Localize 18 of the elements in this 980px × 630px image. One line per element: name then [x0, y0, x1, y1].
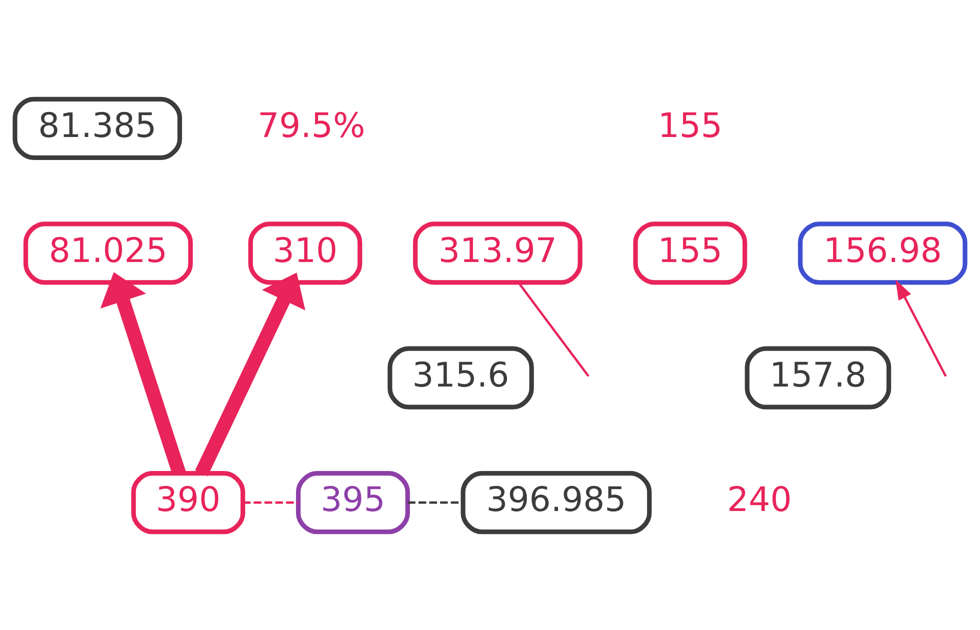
connector	[242, 500, 298, 504]
node-box: 395	[296, 470, 410, 534]
arrow	[896, 279, 947, 376]
arrow	[195, 272, 306, 476]
node-box: 155	[633, 221, 748, 284]
connector	[518, 282, 590, 376]
label: 240	[727, 480, 792, 519]
node-box: 81.025	[23, 221, 193, 284]
node-box: 81.385	[12, 96, 182, 160]
label: 155	[658, 106, 722, 145]
node-box: 313.97	[413, 221, 582, 284]
node-box: 315.6	[388, 346, 534, 409]
label: 79.5%	[258, 106, 366, 145]
node-box: 157.8	[744, 346, 892, 409]
node-box: 156.98	[798, 221, 968, 284]
node-box: 396.985	[460, 470, 652, 534]
node-box: 390	[131, 470, 246, 534]
node-box: 310	[248, 221, 362, 284]
